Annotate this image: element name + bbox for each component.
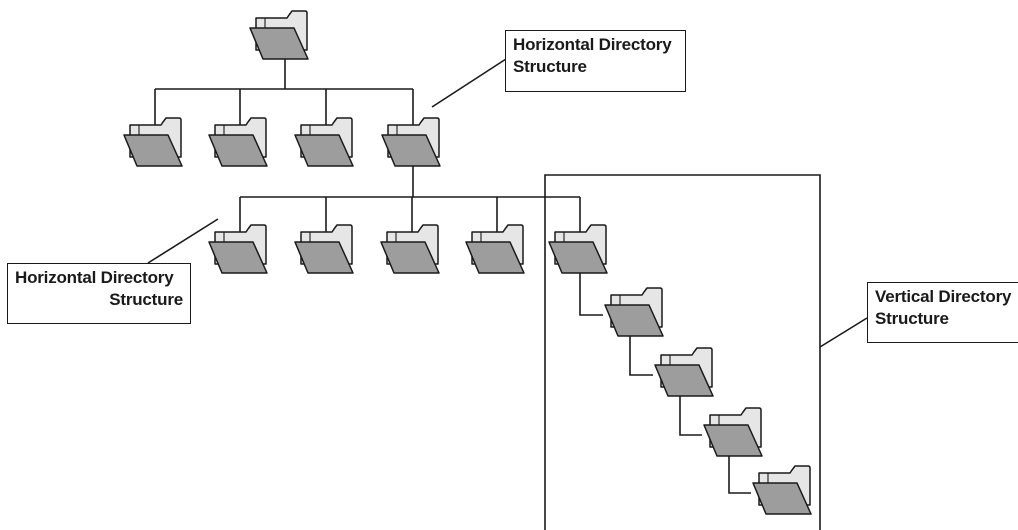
folder-vertical-2	[654, 347, 714, 397]
leader-line-top	[431, 58, 507, 108]
callout-text-line2: Structure	[513, 57, 587, 76]
folder-vertical-1	[604, 287, 664, 337]
folder-level1-2	[208, 117, 268, 167]
callout-text-line1: Horizontal Directory	[15, 268, 174, 287]
folder-level1-3	[294, 117, 354, 167]
callout-vertical-structure: Vertical Directory Structure	[867, 282, 1018, 343]
folder-vertical-4	[752, 465, 812, 515]
folders	[123, 10, 812, 515]
callout-text-line1: Vertical Directory	[875, 287, 1012, 306]
callout-text-line1: Horizontal Directory	[513, 35, 672, 54]
folder-level2-3	[380, 224, 440, 274]
vertical-structure-frame	[544, 174, 821, 530]
folder-root	[249, 10, 309, 60]
callout-text-line2: Structure	[109, 290, 183, 309]
folder-level1-4	[381, 117, 441, 167]
callout-text-line2: Structure	[875, 309, 949, 328]
connector-vertical-step	[579, 266, 603, 316]
frames	[544, 174, 821, 530]
folder-level1-1	[123, 117, 183, 167]
folder-level2-5	[548, 224, 608, 274]
folder-level2-4	[465, 224, 525, 274]
folder-vertical-3	[703, 407, 763, 457]
callout-horizontal-structure-top: Horizontal Directory Structure	[505, 30, 686, 92]
callout-leader-lines	[147, 58, 868, 348]
leader-line-right	[819, 317, 868, 348]
leader-line-left	[147, 218, 219, 264]
connector-vertical-step	[629, 336, 653, 376]
connector-vertical-step	[679, 396, 702, 436]
folder-level2-2	[294, 224, 354, 274]
connector-vertical-step	[728, 456, 751, 494]
callout-horizontal-structure-left: Horizontal Directory Structure	[7, 263, 191, 324]
connector-lines	[154, 50, 751, 494]
folder-level2-1	[208, 224, 268, 274]
